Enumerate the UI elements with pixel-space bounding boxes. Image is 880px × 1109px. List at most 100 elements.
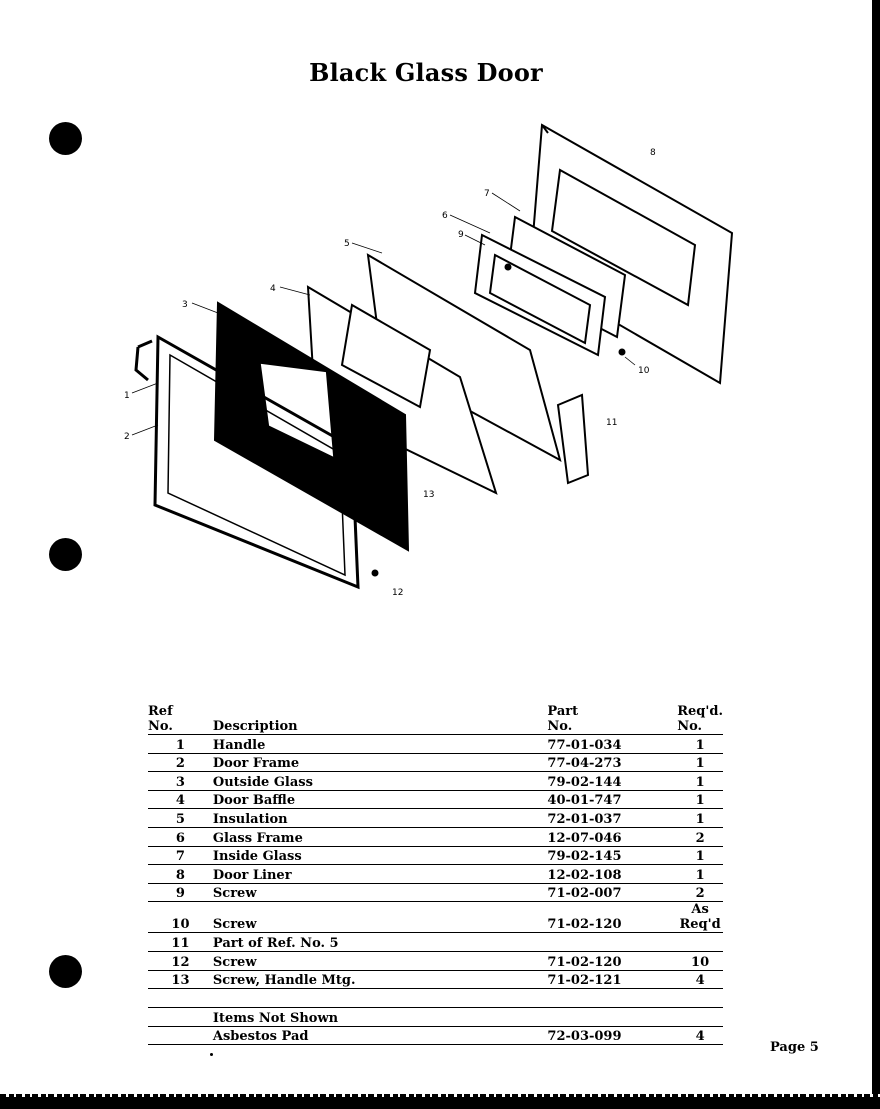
cell-part-no: 72-01-037 bbox=[547, 808, 678, 828]
header-ref-line1: Ref bbox=[148, 704, 173, 719]
header-req-line1: Req'd. bbox=[677, 704, 723, 719]
callout-3: 3 bbox=[182, 300, 188, 310]
cell-description: Inside Glass bbox=[212, 846, 548, 866]
callout-11: 11 bbox=[606, 418, 617, 428]
cell-part-no: 77-01-034 bbox=[547, 734, 678, 754]
cell-part-no: 71-02-007 bbox=[547, 883, 678, 903]
scan-speck bbox=[210, 1053, 213, 1056]
header-description: Description bbox=[212, 700, 548, 735]
header-part-line2: No. bbox=[547, 719, 573, 734]
callout-5: 5 bbox=[344, 239, 350, 249]
cell-description: Door Frame bbox=[212, 753, 548, 773]
callout-10: 10 bbox=[638, 366, 650, 376]
header-part-line1: Part bbox=[547, 704, 579, 719]
cell-ref: 10 bbox=[148, 901, 213, 934]
items-not-shown-row: Items Not Shown bbox=[148, 1007, 723, 1027]
cell-req-no bbox=[677, 932, 723, 952]
cell-ref bbox=[148, 1026, 213, 1046]
cell-description: Outside Glass bbox=[212, 771, 548, 791]
cell-req-no: 1 bbox=[677, 808, 723, 828]
cell-part-no: 12-07-046 bbox=[547, 827, 678, 847]
screw-9 bbox=[504, 263, 512, 271]
table-spacer-row bbox=[148, 988, 723, 1009]
header-req-line2: No. bbox=[677, 719, 703, 734]
cell-part-no: 12-02-108 bbox=[547, 864, 678, 884]
cell-ref: 11 bbox=[148, 932, 213, 952]
cell-part-no: 71-02-121 bbox=[547, 970, 678, 990]
callout-9: 9 bbox=[458, 230, 464, 240]
cell-description: Part of Ref. No. 5 bbox=[212, 932, 548, 952]
cell-ref: 3 bbox=[148, 771, 213, 791]
cell-description: Door Liner bbox=[212, 864, 548, 884]
cell-ref: 5 bbox=[148, 808, 213, 828]
cell-description: Screw bbox=[212, 951, 548, 971]
cell-req-no: 1 bbox=[677, 771, 723, 791]
cell-description: Asbestos Pad bbox=[212, 1026, 548, 1046]
cell-part-no: 79-02-145 bbox=[547, 846, 678, 866]
scan-edge-bottom-noise bbox=[0, 1094, 880, 1097]
cell-ref: 13 bbox=[148, 970, 213, 990]
binder-hole-middle bbox=[49, 538, 82, 571]
handle-part bbox=[134, 346, 149, 382]
page-number: Page 5 bbox=[770, 1040, 819, 1055]
cell-part-no: 40-01-747 bbox=[547, 790, 678, 810]
callout-8: 8 bbox=[650, 148, 656, 158]
cell-part-no: 71-02-120 bbox=[547, 951, 678, 971]
handle-mount-part bbox=[556, 393, 590, 485]
cell-part-no: 72-03-099 bbox=[547, 1026, 678, 1046]
cell-part-no: 79-02-144 bbox=[547, 771, 678, 791]
cell-ref: 2 bbox=[148, 753, 213, 773]
cell-req-no: 4 bbox=[677, 1026, 723, 1046]
cell-req-no: 1 bbox=[677, 753, 723, 773]
cell-req-no: 4 bbox=[677, 970, 723, 990]
screw-12 bbox=[371, 569, 379, 577]
cell-description: Screw bbox=[212, 901, 548, 934]
callout-12: 12 bbox=[392, 588, 403, 598]
callout-1: 1 bbox=[124, 391, 130, 401]
callout-6: 6 bbox=[442, 211, 448, 221]
cell-req-no: 2 bbox=[677, 827, 723, 847]
cell-part-no: 77-04-273 bbox=[547, 753, 678, 773]
cell-description: Insulation bbox=[212, 808, 548, 828]
exploded-door-diagram: 1 2 3 4 5 6 7 8 9 10 11 12 13 bbox=[124, 123, 734, 598]
door-frame-part bbox=[153, 334, 360, 590]
scan-edge-bottom bbox=[0, 1097, 880, 1109]
cell-description: Screw, Handle Mtg. bbox=[212, 970, 548, 990]
cell-description: Glass Frame bbox=[212, 827, 548, 847]
cell-ref: 8 bbox=[148, 864, 213, 884]
binder-hole-top bbox=[49, 122, 82, 155]
cell-req-no: 1 bbox=[677, 734, 723, 754]
cell-req-no: 10 bbox=[677, 951, 723, 971]
cell-ref: 12 bbox=[148, 951, 213, 971]
cell-ref: 6 bbox=[148, 827, 213, 847]
callout-13: 13 bbox=[423, 490, 434, 500]
cell-ref: 7 bbox=[148, 846, 213, 866]
cell-ref: 4 bbox=[148, 790, 213, 810]
cell-req-no: 1 bbox=[677, 846, 723, 866]
page-title: Black Glass Door bbox=[309, 58, 543, 87]
cell-part-no bbox=[547, 932, 678, 952]
cell-req-no: 1 bbox=[677, 864, 723, 884]
cell-req-no: As Req'd bbox=[677, 901, 723, 934]
cell-description: Screw bbox=[212, 883, 548, 903]
cell-ref: 1 bbox=[148, 734, 213, 754]
cell-req-no: 2 bbox=[677, 883, 723, 903]
scan-edge-right bbox=[872, 0, 880, 1109]
binder-hole-bottom bbox=[49, 955, 82, 988]
cell-req-no: 1 bbox=[677, 790, 723, 810]
